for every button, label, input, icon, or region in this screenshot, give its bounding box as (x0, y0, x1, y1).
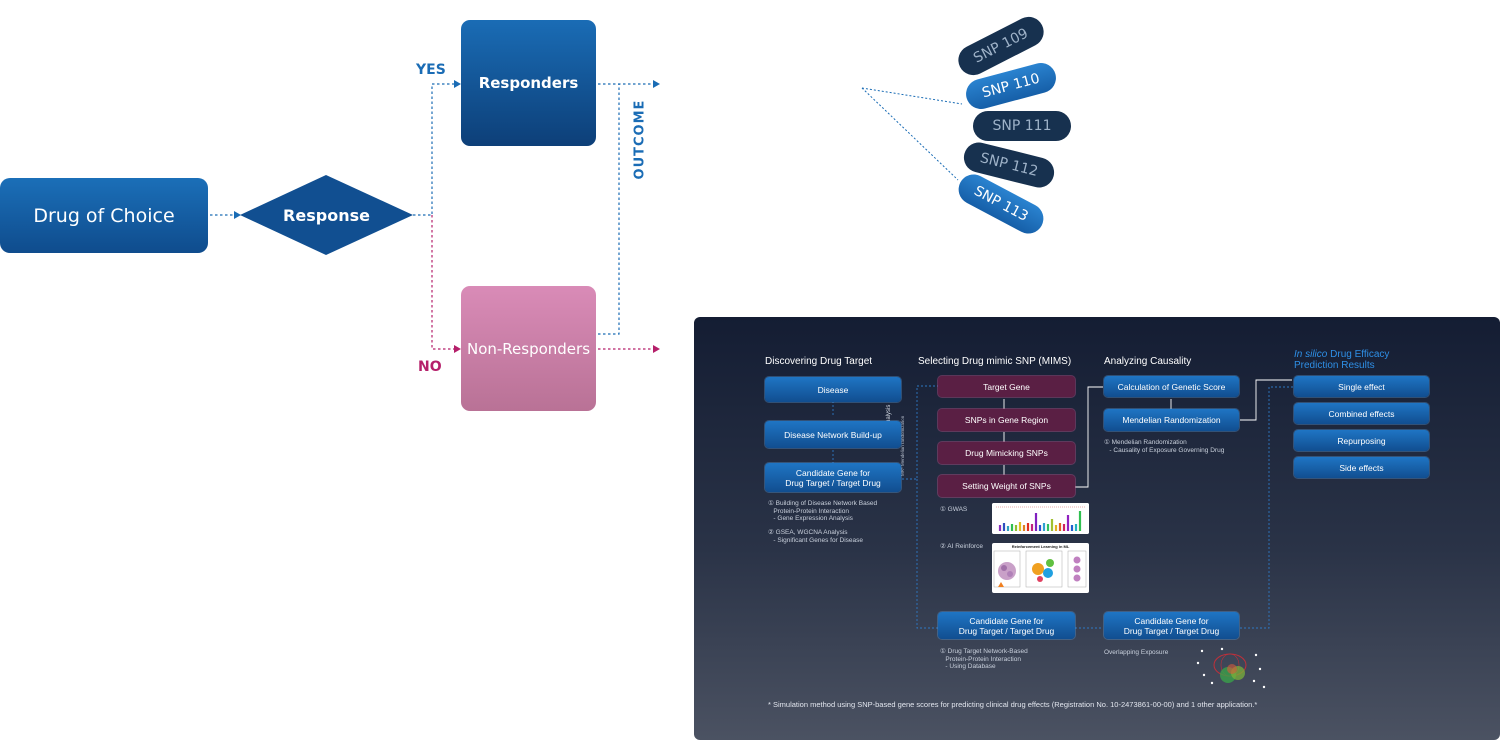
note-database: ① Drug Target Network-Based Protein-Prot… (940, 648, 1028, 670)
note-overlapping: Overlapping Exposure (1104, 649, 1169, 656)
note-ai-reinforce: ② AI Reinforce (940, 543, 984, 550)
result-single-effect: Single effect (1294, 376, 1429, 397)
col-title-selecting: Selecting Drug mimic SNP (MIMS) (918, 356, 1072, 367)
non-responders-box: Non-Responders (461, 286, 596, 411)
response-label: Response (283, 205, 370, 225)
footnote: * Simulation method using SNP-based gene… (768, 700, 1258, 709)
responders-box: Responders (461, 20, 596, 146)
panel-connectors (832, 379, 1294, 629)
disease-box: Disease (765, 377, 901, 402)
note-gwas: ① GWAS (940, 506, 968, 513)
flow-connectors (210, 80, 660, 353)
note-mendelian: ① Mendelian Randomization - Causality of… (1104, 439, 1225, 454)
no-label: NO (418, 359, 442, 375)
result-combined-effects: Combined effects (1294, 403, 1429, 424)
candidate-gene-box-2: Candidate Gene for Drug Target / Target … (938, 612, 1075, 639)
note-gsea: ② GSEA, WGCNA Analysis - Significant Gen… (768, 529, 864, 544)
result-side-effects: Side effects (1294, 457, 1429, 478)
col-title-results: In silico Drug Efficacy Prediction Resul… (1294, 349, 1389, 371)
candidate-gene-box-1: Candidate Gene for Drug Target / Target … (765, 463, 901, 492)
col-title-results-italic: In silico (1294, 349, 1328, 360)
candidate-gene-box-3: Candidate Gene for Drug Target / Target … (1104, 612, 1239, 639)
setting-weight-box: Setting Weight of SNPs (938, 475, 1075, 497)
mendelian-randomization-box: Mendelian Randomization (1104, 409, 1239, 431)
note-disease-network: ① Building of Disease Network Based Prot… (768, 500, 878, 522)
snps-region-box: SNPs in Gene Region (938, 409, 1075, 431)
drug-of-choice-box: Drug of Choice (0, 178, 208, 253)
rl-thumbnail-title: Reinforcement Learning in ML (1011, 544, 1070, 549)
gwas-plot-thumbnail (992, 503, 1089, 534)
disease-network-box: Disease Network Build-up (765, 421, 901, 448)
rl-diagram (993, 550, 1087, 588)
drug-mimicking-box: Drug Mimicking SNPs (938, 442, 1075, 464)
outcome-label: OUTCOME (632, 99, 648, 180)
response-diamond (240, 175, 413, 255)
col-title-causality: Analyzing Causality (1104, 356, 1192, 367)
snp-pill-111: SNP 111 (973, 111, 1071, 141)
result-repurposing: Repurposing (1294, 430, 1429, 451)
snp-fan-lines (861, 87, 963, 181)
reinforcement-learning-thumbnail: Reinforcement Learning in ML (992, 543, 1089, 593)
col-title-results-rest: Drug Efficacy (1327, 349, 1390, 360)
target-gene-box: Target Gene (938, 376, 1075, 397)
genetic-score-box: Calculation of Genetic Score (1104, 376, 1239, 397)
yes-label: YES (416, 62, 446, 78)
overlap-network-graphic (1196, 647, 1266, 689)
col-title-discovering: Discovering Drug Target (765, 356, 873, 367)
col-title-results-line2: Prediction Results (1294, 360, 1375, 371)
